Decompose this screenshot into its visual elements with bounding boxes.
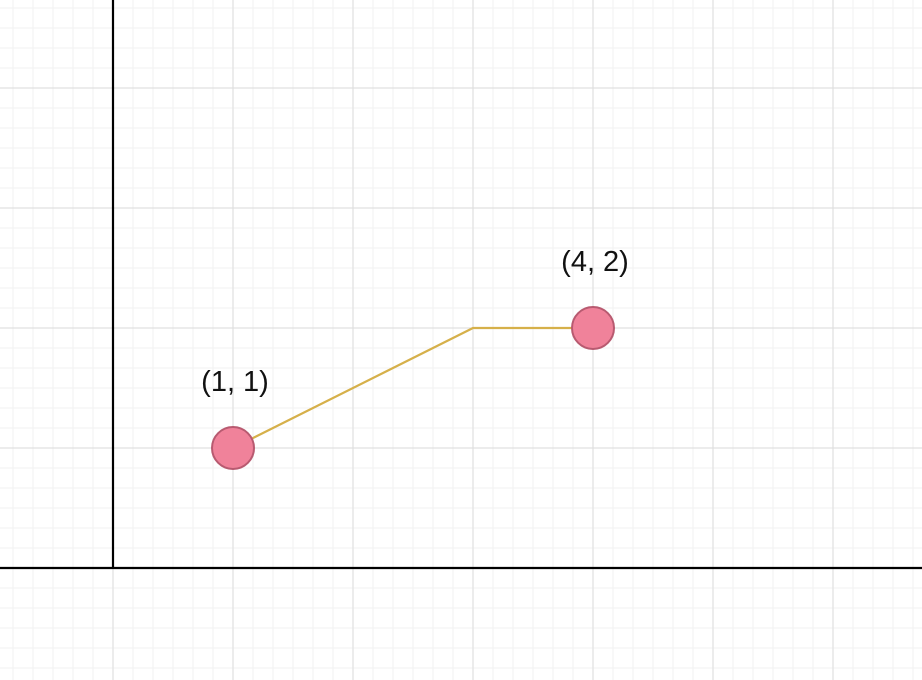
point-marker-2 (571, 306, 615, 350)
point-label-2: (4, 2) (561, 246, 629, 278)
connecting-path (232, 326, 593, 449)
point-marker-1 (211, 426, 255, 470)
point-label-1: (1, 1) (201, 366, 269, 398)
